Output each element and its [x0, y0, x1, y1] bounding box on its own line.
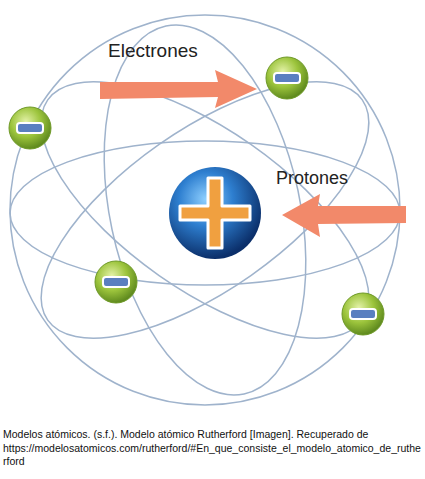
nucleus	[169, 167, 261, 259]
electron-label: Electrones	[108, 40, 198, 62]
electrons	[9, 57, 384, 335]
electron-pointer-arrow	[100, 70, 257, 108]
proton-pointer-arrow	[282, 194, 406, 237]
image-citation: Modelos atómicos. (s.f.). Modelo atómico…	[3, 428, 421, 469]
orbits	[2, 6, 408, 413]
proton-label: Protones	[276, 168, 348, 189]
